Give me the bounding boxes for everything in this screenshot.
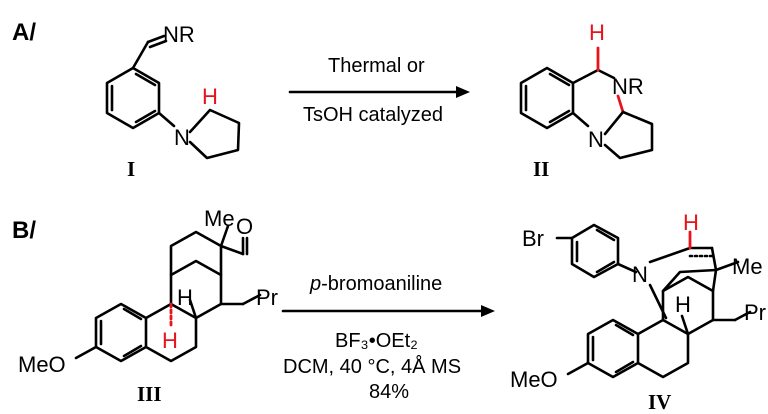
arrow-a-top-text: Thermal or — [328, 55, 425, 77]
compound-iii-hydrogen-black: H — [177, 285, 193, 310]
panel-a-label: A/ — [12, 19, 36, 46]
arrow-b-reagent-top: p-bromoaniline — [309, 273, 442, 295]
compound-iii-hydrogen-red: H — [162, 328, 178, 353]
compound-iii-methoxy: MeO — [18, 352, 66, 377]
compound-i-label: I — [127, 157, 135, 181]
reaction-arrow-b — [281, 305, 495, 317]
compound-iv-methoxy: MeO — [510, 367, 558, 392]
compound-i-hydrogen: H — [202, 84, 218, 109]
compound-ii-label: II — [533, 157, 549, 181]
compound-i-structure — [105, 34, 241, 160]
compound-ii-amine: NR — [612, 74, 644, 99]
compound-iv-structure — [555, 223, 752, 379]
arrow-b-reagent-line2: DCM, 40 °C, 4Å MS — [283, 355, 461, 378]
compound-ii-nitrogen: N — [588, 127, 604, 152]
compound-iv-hydrogen-black: H — [675, 292, 691, 317]
compound-i-imine: NR — [163, 22, 195, 47]
compound-iv-methyl: Me — [732, 254, 763, 279]
panel-b-label: B/ — [12, 217, 36, 244]
compound-iii-label: III — [137, 382, 162, 406]
compound-iv-bromo: Br — [522, 226, 544, 251]
arrow-b-reagent-line1: BF₃•OEt₂ — [335, 330, 418, 352]
compound-iv-nitrogen: N — [632, 262, 648, 287]
compound-iii-propyl: Pr — [256, 285, 278, 310]
compound-iii-structure — [74, 224, 262, 363]
compound-iv-label: IV — [648, 390, 671, 414]
reaction-arrow-a — [288, 86, 470, 98]
arrow-b-yield: 84% — [369, 381, 409, 403]
compound-ii-structure — [519, 66, 654, 160]
arrow-a-bottom-text: TsOH catalyzed — [303, 104, 443, 126]
compound-i-nitrogen: N — [174, 125, 190, 150]
compound-iii-oxygen: O — [236, 214, 253, 239]
compound-ii-hydrogen: H — [589, 20, 605, 45]
compound-iii-methyl: Me — [204, 206, 235, 231]
compound-iv-propyl: Pr — [744, 300, 766, 325]
compound-iv-hydrogen-red: H — [683, 210, 699, 235]
